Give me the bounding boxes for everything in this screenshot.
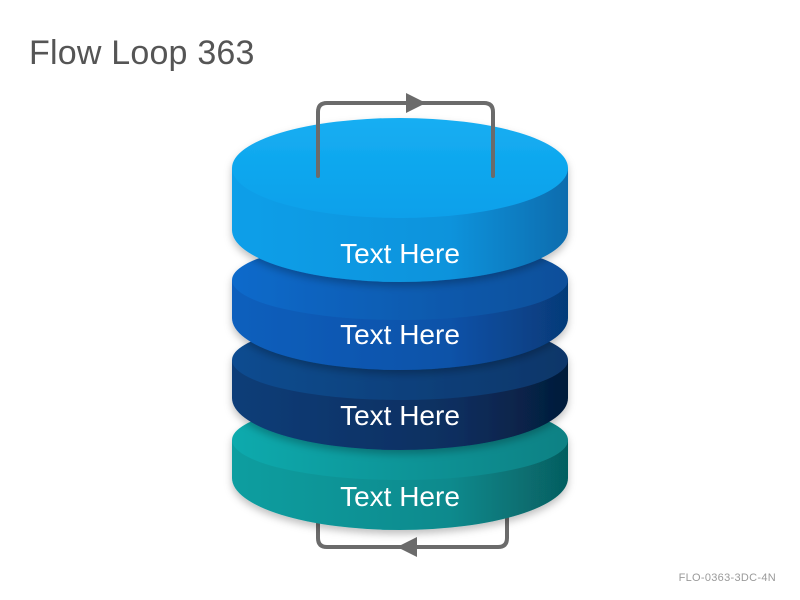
layer-3-label: Text Here bbox=[340, 400, 460, 431]
top-loop-arrow bbox=[316, 93, 495, 178]
layer-1-label: Text Here bbox=[340, 238, 460, 269]
slide-title: Flow Loop 363 bbox=[29, 34, 255, 72]
layer-4-label: Text Here bbox=[340, 481, 460, 512]
bottom-return-arrow bbox=[316, 503, 509, 557]
footer-code: FLO-0363-3DC-4N bbox=[678, 572, 776, 584]
layer-2-label: Text Here bbox=[340, 319, 460, 350]
cylinder-layer-1 bbox=[232, 118, 568, 282]
